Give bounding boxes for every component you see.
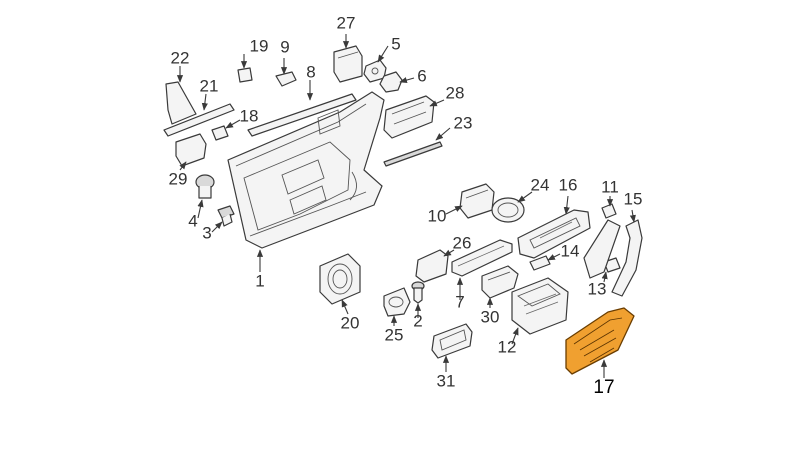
callout-4: 4 — [188, 211, 197, 230]
callout-11: 11 — [601, 177, 619, 196]
callout-31: 31 — [437, 371, 456, 390]
part-4-clip — [195, 174, 215, 199]
part-7-pull-handle — [451, 239, 513, 277]
callout-16: 16 — [559, 175, 578, 194]
leader-lines — [176, 34, 636, 378]
callout-8: 8 — [306, 62, 315, 81]
part-11 — [601, 203, 617, 219]
callout-27: 27 — [337, 13, 356, 32]
callout-24: 24 — [531, 175, 550, 194]
callout-19: 19 — [250, 36, 269, 55]
part-15-pillar-trim — [611, 219, 643, 297]
part-1-door-trim-panel — [227, 91, 385, 249]
callout-1: 1 — [255, 271, 264, 290]
callout-20: 20 — [341, 313, 360, 332]
callout-13: 13 — [588, 279, 607, 298]
part-16-armrest — [517, 209, 591, 259]
callout-18: 18 — [240, 106, 259, 125]
part-2-screw — [411, 281, 425, 304]
part-6 — [379, 71, 403, 93]
callout-29: 29 — [169, 169, 188, 188]
callout-23: 23 — [454, 113, 473, 132]
callout-28: 28 — [446, 83, 465, 102]
part-10-bracket — [459, 183, 495, 219]
part-13-bezel — [583, 219, 621, 279]
callout-21: 21 — [200, 76, 219, 95]
part-18 — [211, 125, 229, 141]
part-24-speaker-grille — [491, 197, 525, 223]
callout-2: 2 — [413, 311, 422, 330]
part-27-switch — [333, 45, 363, 83]
callout-22: 22 — [171, 48, 190, 67]
part-22-corner-trim — [165, 81, 197, 125]
part-3-clip — [217, 205, 235, 227]
part-12-storage-bin — [511, 277, 569, 335]
callout-10: 10 — [428, 206, 447, 225]
part-9 — [275, 71, 297, 87]
callout-5: 5 — [391, 34, 400, 53]
callout-3: 3 — [202, 223, 211, 242]
callout-30: 30 — [481, 307, 500, 326]
callout-12: 12 — [498, 337, 517, 356]
callout-7: 7 — [455, 292, 464, 311]
callout-26: 26 — [453, 233, 472, 252]
part-31-handle-bezel — [431, 323, 473, 359]
part-20-speaker-ring — [319, 253, 361, 305]
part-21-trim-strip — [163, 103, 235, 137]
callout-25: 25 — [385, 325, 404, 344]
part-17-map-pocket-highlighted — [565, 307, 635, 375]
callout-14: 14 — [561, 241, 580, 260]
part-29-switch — [175, 133, 207, 167]
part-25-speaker — [383, 287, 411, 317]
part-28-window-switch — [383, 95, 435, 139]
callout-numbers: 1 2 3 4 5 6 7 8 9 10 11 12 13 14 15 16 1… — [169, 13, 643, 398]
callout-6: 6 — [417, 66, 426, 85]
callout-9: 9 — [280, 37, 289, 56]
part-30-door-handle — [481, 265, 519, 299]
callout-15: 15 — [624, 189, 643, 208]
part-26 — [415, 249, 449, 283]
part-23-rod — [383, 141, 443, 167]
part-14-switch — [529, 255, 551, 271]
part-19 — [237, 67, 253, 83]
part-8-trim-strip — [247, 93, 357, 137]
callout-17: 17 — [593, 377, 614, 398]
